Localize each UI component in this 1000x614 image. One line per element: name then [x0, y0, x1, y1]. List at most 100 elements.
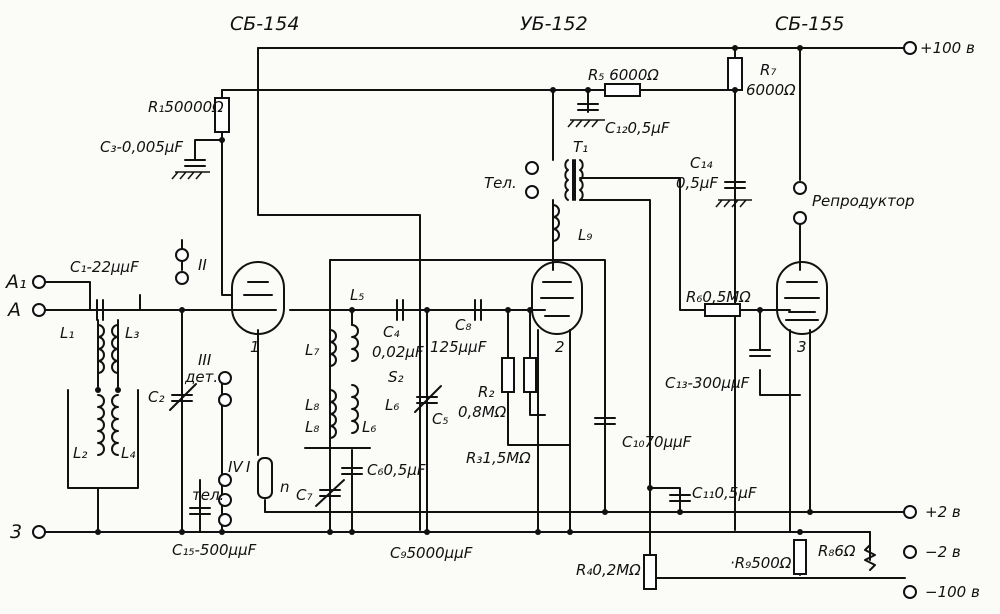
- svg-text:R₃1,5MΩ: R₃1,5MΩ: [466, 449, 531, 467]
- rail-plus100: +100 в: [920, 39, 975, 57]
- svg-text:C₄: C₄: [383, 323, 400, 341]
- terminal-plus100: [903, 41, 917, 55]
- svg-text:R₈6Ω: R₈6Ω: [818, 542, 856, 560]
- svg-text:·R₉500Ω: ·R₉500Ω: [730, 554, 792, 572]
- svg-text:II: II: [198, 256, 207, 274]
- resistors: [214, 57, 876, 590]
- speaker-label: Репродуктор: [812, 192, 915, 210]
- resistor-r7: [727, 57, 743, 91]
- svg-text:C₁₀70µµF: C₁₀70µµF: [622, 433, 692, 451]
- svg-text:R₅ 6000Ω: R₅ 6000Ω: [588, 66, 659, 84]
- svg-text:C₁₁0,5µF: C₁₁0,5µF: [692, 484, 757, 502]
- svg-text:n: n: [280, 478, 290, 496]
- tube-1-type: СБ-154: [230, 13, 299, 35]
- switch-i: [257, 457, 273, 499]
- svg-text:C₁₃-300µµF: C₁₃-300µµF: [665, 374, 750, 392]
- terminal-ground: [32, 525, 46, 539]
- junctions: [95, 45, 813, 535]
- svg-text:L₅: L₅: [350, 286, 364, 304]
- svg-text:L₆: L₆: [385, 396, 399, 414]
- svg-text:IV: IV: [228, 458, 244, 476]
- svg-text:L₄: L₄: [121, 444, 135, 462]
- resistor-r4: [643, 554, 657, 590]
- terminal-minus100: [903, 585, 917, 599]
- svg-text:L₈: L₈: [305, 396, 319, 414]
- svg-text:C₂: C₂: [148, 388, 165, 406]
- terminals: [32, 41, 917, 599]
- tube-3: [776, 261, 828, 335]
- coil-l5: [351, 324, 359, 362]
- resistor-r1: [214, 97, 230, 133]
- tube-3-type: СБ-155: [775, 13, 844, 35]
- svg-text:L₉: L₉: [578, 226, 592, 244]
- capacitor-c8: [474, 299, 482, 321]
- coil-l3: [111, 324, 119, 374]
- capacitor-c10: [594, 417, 616, 425]
- svg-text:S₂: S₂: [388, 368, 404, 386]
- tel-label-bottom: тел.: [192, 486, 224, 504]
- svg-text:R₁50000Ω: R₁50000Ω: [148, 98, 224, 116]
- rail-minus100: −100 в: [925, 583, 980, 601]
- svg-text:0,02µF: 0,02µF: [372, 343, 424, 361]
- svg-text:C₁₄: C₁₄: [690, 154, 713, 172]
- svg-text:R₂: R₂: [478, 383, 494, 401]
- coil-l2: [97, 394, 105, 456]
- svg-text:C₉5000µµF: C₉5000µµF: [390, 544, 473, 562]
- capacitor-c15: [189, 507, 211, 515]
- terminal-minus2: [903, 545, 917, 559]
- tube-1: [231, 261, 285, 335]
- svg-text:T₁: T₁: [573, 138, 588, 156]
- capacitors: [96, 103, 771, 515]
- tel-label-top: Тел.: [484, 174, 517, 192]
- capacitor-c6: [341, 467, 363, 475]
- svg-text:R₆0,5MΩ: R₆0,5MΩ: [686, 288, 751, 306]
- input-a1: A₁: [4, 271, 27, 293]
- resistor-r8: [864, 544, 876, 571]
- svg-text:III: III: [198, 351, 212, 369]
- resistor-r9: [793, 539, 807, 575]
- terminal-a: [32, 303, 46, 317]
- svg-text:6000Ω: 6000Ω: [746, 81, 796, 99]
- labels: СБ-154 УБ-152 СБ-155 1 2 3 +100 в +2 в −…: [4, 13, 980, 601]
- svg-text:0,8MΩ: 0,8MΩ: [458, 403, 507, 421]
- svg-text:дет.: дет.: [184, 368, 218, 386]
- svg-text:C₆0,5µF: C₆0,5µF: [367, 461, 426, 479]
- transformer-primary: [564, 159, 569, 201]
- svg-text:L₃: L₃: [125, 324, 139, 342]
- input-a: A: [6, 299, 21, 321]
- svg-text:L₁: L₁: [60, 324, 74, 342]
- rail-minus2: −2 в: [925, 543, 961, 561]
- svg-text:R₇: R₇: [760, 61, 776, 79]
- svg-text:C₈: C₈: [455, 316, 472, 334]
- coil-l6: [351, 384, 359, 434]
- tube-1-number: 1: [250, 338, 260, 356]
- capacitor-c13: [749, 349, 771, 357]
- rail-plus2: +2 в: [925, 503, 961, 521]
- terminal-plus2: [903, 505, 917, 519]
- resistor-r6: [704, 303, 741, 317]
- wires: [39, 47, 906, 579]
- tube-2-number: 2: [555, 338, 565, 356]
- capacitor-c5: [414, 385, 442, 413]
- svg-text:C₇: C₇: [296, 486, 313, 504]
- svg-text:I: I: [246, 458, 251, 476]
- svg-text:125µµF: 125µµF: [430, 338, 487, 356]
- svg-text:L₇: L₇: [305, 341, 319, 359]
- svg-text:C₁₅-500µµF: C₁₅-500µµF: [172, 541, 257, 559]
- svg-text:C₃-0,005µF: C₃-0,005µF: [100, 138, 183, 156]
- svg-text:L₂: L₂: [73, 444, 87, 462]
- capacitor-c1: [96, 299, 104, 321]
- resistor-r5: [604, 83, 641, 97]
- svg-text:L₆: L₆: [362, 418, 376, 436]
- svg-text:R₄0,2MΩ: R₄0,2MΩ: [576, 561, 641, 579]
- capacitor-c2: [169, 383, 197, 411]
- resistor-r3: [523, 357, 537, 393]
- svg-text:C₁-22µµF: C₁-22µµF: [70, 258, 139, 276]
- tube-2-type: УБ-152: [520, 13, 588, 35]
- capacitor-c12: [577, 103, 599, 111]
- coil-l9: [552, 204, 560, 242]
- svg-text:C₁₂0,5µF: C₁₂0,5µF: [605, 119, 670, 137]
- capacitor-c7: [315, 479, 345, 507]
- coil-l4: [111, 394, 119, 456]
